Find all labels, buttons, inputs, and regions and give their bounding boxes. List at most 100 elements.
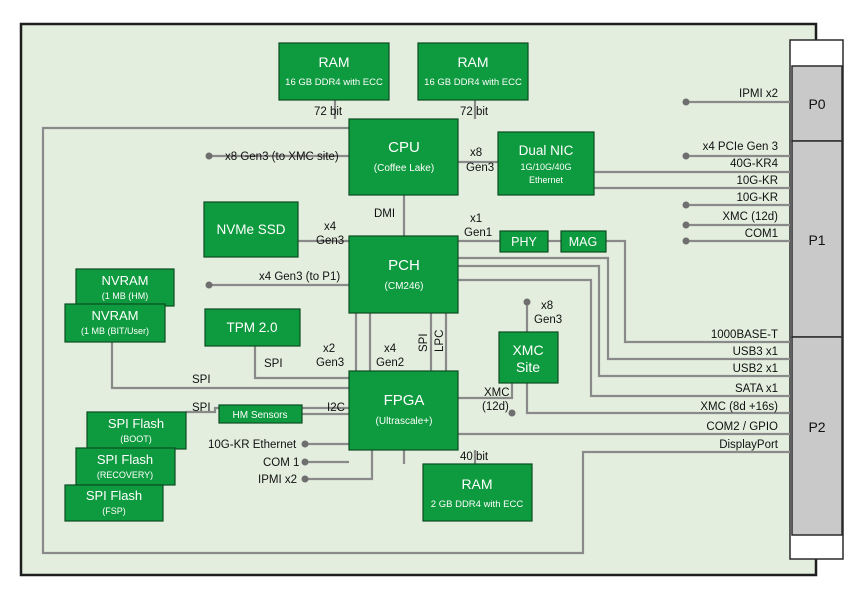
spi-fsp-sub: (FSP) (102, 506, 126, 516)
right-xmc-8d16s: XMC (8d +16s) (700, 401, 778, 413)
nvram1-sub: (1 MB (HM) (102, 291, 149, 301)
phy-title: PHY (511, 235, 537, 249)
wire-endpoints (205, 98, 690, 483)
label-spi-nvram: SPI (192, 374, 211, 386)
pch-block: PCH (CM246) (348, 235, 459, 314)
right-usb2: USB2 x1 (733, 363, 778, 375)
spi-rec-sub: (RECOVERY) (97, 470, 153, 480)
hm-sensors-block: HM Sensors (218, 404, 303, 424)
p2-label: P2 (808, 419, 825, 435)
label-gen1: Gen1 (464, 227, 492, 239)
right-40g-kr4: 40G-KR4 (730, 158, 779, 170)
label-spi-vertical: SPI (418, 333, 430, 352)
dual-nic-block: Dual NIC 1G/10G/40G Ethernet (497, 131, 595, 196)
nvram2-title: NVRAM (92, 308, 139, 323)
nvme-block: NVMe SSD (203, 201, 299, 258)
nvme-title: NVMe SSD (216, 222, 285, 237)
backplane-connector: P0 P1 P2 (789, 39, 844, 560)
label-x4-fpga: x4 (384, 343, 397, 355)
nvram-block-bit: NVRAM (1 MB (BIT/User) (64, 303, 166, 343)
ram1-title: RAM (318, 54, 349, 70)
spi-fsp-title: SPI Flash (86, 488, 142, 503)
tpm-title: TPM 2.0 (226, 320, 277, 335)
spi-flash-recovery: SPI Flash (RECOVERY) (75, 447, 176, 486)
right-10g-kr-a: 10G-KR (736, 175, 778, 187)
right-ipmi: IPMI x2 (739, 88, 778, 100)
label-spi-tpm: SPI (264, 358, 283, 370)
label-com1-left: COM 1 (263, 457, 299, 469)
right-1000base-t: 1000BASE-T (711, 329, 778, 341)
ram-block-2: RAM 16 GB DDR4 with ECC (417, 42, 529, 101)
xmc-site-line2: Site (516, 359, 540, 375)
label-x8gen3-xmc: x8 Gen3 (to XMC site) (225, 151, 339, 163)
signal-wires (41, 100, 790, 555)
right-com1: COM1 (745, 228, 778, 240)
ram-block-1: RAM 16 GB DDR4 with ECC (278, 42, 390, 101)
mag-title: MAG (569, 235, 597, 249)
nvram2-sub: (1 MB (BIT/User) (81, 326, 149, 336)
right-com2-gpio: COM2 / GPIO (706, 421, 778, 433)
tpm-block: TPM 2.0 (204, 308, 301, 347)
label-40bit: 40 bit (460, 451, 489, 463)
label-x8: x8 (470, 147, 482, 159)
fpga-title: FPGA (384, 392, 425, 409)
label-gen3-nic: Gen3 (466, 162, 494, 174)
hm-title: HM Sensors (232, 410, 287, 421)
label-lpc-vertical: LPC (434, 330, 446, 352)
right-usb3: USB3 x1 (733, 346, 778, 358)
label-x1: x1 (470, 213, 482, 225)
spi-flash-boot: SPI Flash (BOOT) (86, 411, 187, 450)
label-x2: x2 (323, 343, 335, 355)
mag-block: MAG (560, 230, 607, 253)
label-gen2-fpga: Gen2 (376, 357, 404, 369)
spi-flash-fsp: SPI Flash (FSP) (64, 484, 164, 522)
connector-signal-labels: IPMI x2 x4 PCIe Gen 3 40G-KR4 10G-KR 10G… (700, 88, 778, 451)
xmc-site-line1: XMC (512, 342, 543, 358)
pch-title: PCH (388, 257, 420, 274)
cpu-block: CPU (Coffee Lake) (348, 118, 459, 196)
right-pcie: x4 PCIe Gen 3 (703, 141, 778, 153)
fpga-sub: (Ultrascale+) (376, 416, 433, 427)
cpu-sub: (Coffee Lake) (374, 163, 434, 174)
label-xmc-fpga: XMC (484, 387, 510, 399)
ram2-title: RAM (457, 54, 488, 70)
ram-block-3: RAM 2 GB DDR4 with ECC (422, 463, 533, 522)
xmc-site-block: XMC Site (498, 331, 559, 384)
label-gen3-fpga: Gen3 (316, 357, 344, 369)
nvram-block-hm: NVRAM (1 MB (HM) (75, 268, 175, 307)
ram3-title: RAM (461, 476, 492, 492)
pch-sub: (CM246) (385, 281, 424, 292)
label-gen3-xmc: Gen3 (534, 314, 562, 326)
connector-p1 (791, 140, 843, 338)
label-x8-xmc: x8 (541, 300, 553, 312)
ram2-sub: 16 GB DDR4 with ECC (424, 77, 522, 88)
nic-title: Dual NIC (519, 143, 574, 158)
spi-rec-title: SPI Flash (97, 452, 153, 467)
ram1-sub: 16 GB DDR4 with ECC (285, 77, 383, 88)
right-xmc-12d: XMC (12d) (722, 211, 778, 223)
p1-label: P1 (808, 232, 825, 248)
nic-sub2: Ethernet (529, 175, 564, 185)
label-i2c: I2C (327, 402, 345, 414)
wire-labels: 72 bit 72 bit x8 Gen3 (to XMC site) x8 G… (192, 106, 562, 486)
label-ipmi-left: IPMI x2 (258, 474, 297, 486)
label-10g-eth: 10G-KR Ethernet (208, 439, 297, 451)
right-10g-kr-b: 10G-KR (736, 192, 778, 204)
ram3-sub: 2 GB DDR4 with ECC (431, 499, 524, 510)
label-12d-fpga: (12d) (482, 401, 509, 413)
cpu-title: CPU (388, 139, 420, 156)
nic-sub1: 1G/10G/40G (520, 162, 571, 172)
label-72bit-a: 72 bit (314, 106, 343, 118)
spi-boot-title: SPI Flash (108, 416, 164, 431)
label-72bit-b: 72 bit (460, 106, 489, 118)
right-displayport: DisplayPort (719, 439, 779, 451)
label-gen3-nvme: Gen3 (316, 235, 344, 247)
phy-block: PHY (499, 230, 549, 253)
label-x4gen3-p1: x4 Gen3 (to P1) (259, 271, 340, 283)
label-x4: x4 (324, 221, 337, 233)
p0-label: P0 (808, 96, 825, 112)
connector-p2 (791, 336, 843, 536)
spi-boot-sub: (BOOT) (120, 434, 152, 444)
label-dmi: DMI (374, 208, 395, 220)
